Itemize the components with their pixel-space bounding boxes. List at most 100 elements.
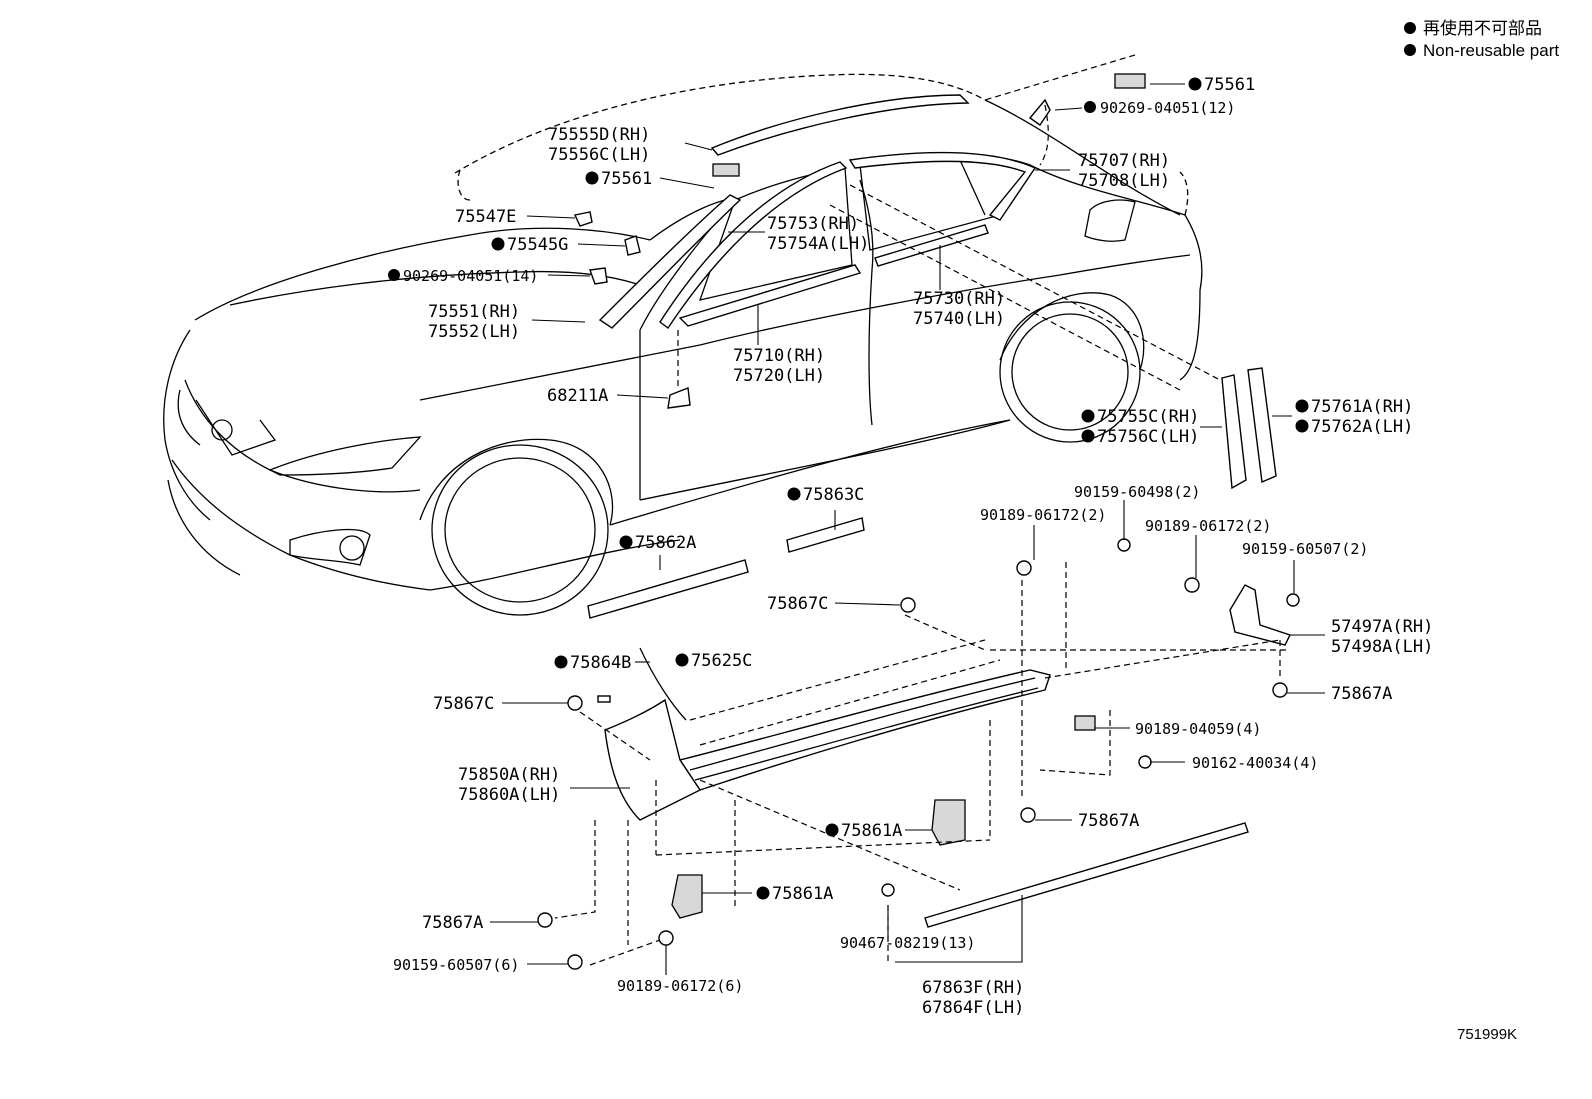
nut-90189-04059 (1074, 715, 1096, 731)
callout-label: 75861A (841, 821, 902, 841)
callout-label: 75754A(LH) (767, 234, 869, 254)
callout-label: 75561 (601, 169, 652, 189)
pillar-garnishes (1221, 367, 1277, 490)
callout-label: 75555D(RH) (548, 125, 650, 145)
nonreusable-dot-icon (1404, 44, 1416, 56)
callout-label: 75864B (570, 653, 631, 673)
nonreusable-dot-icon (825, 823, 839, 837)
diagram-code: 751999K (1457, 1026, 1517, 1043)
callout-label: 75867A (1331, 684, 1392, 704)
callout-label: 75756C(LH) (1097, 427, 1199, 447)
molding-67863F (924, 822, 1249, 928)
roof-drip-molding (710, 94, 970, 156)
tape-75862A (587, 559, 749, 619)
callout-label: 75707(RH) (1078, 151, 1170, 171)
callout-label: 75545G (507, 235, 568, 255)
callout-label: 75867C (767, 594, 828, 614)
nonreusable-dot-icon (388, 269, 400, 281)
callout-label: 75761A(RH) (1311, 397, 1413, 417)
clip-68211A (667, 387, 691, 409)
screw-90159-60507 (1286, 593, 1300, 607)
callout-label: 75867A (1078, 811, 1139, 831)
callout-label: 75720(LH) (733, 366, 825, 386)
screw-90159-60498 (1117, 538, 1131, 552)
nonreusable-dot-icon (787, 487, 801, 501)
clip-90269-mid (589, 267, 608, 285)
legend-japanese: 再使用不可部品 (1423, 18, 1542, 38)
callout-label: 75708(LH) (1078, 171, 1170, 191)
callout-label: 90189-06172(6) (617, 977, 743, 995)
nonreusable-dot-icon (1188, 77, 1202, 91)
nonreusable-dot-icon (756, 886, 770, 900)
nonreusable-dot-icon (585, 171, 599, 185)
nonreusable-dot-icon (1295, 399, 1309, 413)
callout-label: 75753(RH) (767, 214, 859, 234)
clip-90189-06172-lower (658, 930, 674, 946)
callout-label: 75561 (1204, 75, 1255, 95)
callout-label: 75547E (455, 207, 516, 227)
screw-90162-40034 (1138, 755, 1152, 769)
nonreusable-dot-icon (1404, 22, 1416, 34)
clip-90189-left (1016, 560, 1032, 576)
callout-label: 75625C (691, 651, 752, 671)
seal-75625C (639, 647, 687, 721)
callout-label: 75863C (803, 485, 864, 505)
legend: 再使用不可部品 Non-reusable part (1404, 18, 1559, 60)
rear-belt-molding (874, 224, 989, 267)
callout-label: 90189-06172(2) (980, 506, 1106, 524)
clip-75867C-upper (900, 597, 916, 613)
callout-label: 75552(LH) (428, 322, 520, 342)
callout-label: 75860A(LH) (458, 785, 560, 805)
garnish-75755C (1221, 374, 1247, 490)
callout-label: 67864F(LH) (922, 998, 1024, 1018)
callout-label: 90189-04059(4) (1135, 720, 1261, 738)
nonreusable-dot-icon (1081, 409, 1095, 423)
upper-moldings (573, 73, 1146, 409)
nonreusable-dot-icon (491, 237, 505, 251)
callout-label: 90269-04051(12) (1100, 99, 1235, 117)
callout-label: 90189-06172(2) (1145, 517, 1271, 535)
nonreusable-dot-icon (619, 535, 633, 549)
screw-90159-60507-lower (567, 954, 583, 970)
callout-label: 75861A (772, 884, 833, 904)
nonreusable-dot-icon (554, 655, 568, 669)
legend-english: Non-reusable part (1423, 41, 1559, 60)
callout-label: 57498A(LH) (1331, 637, 1433, 657)
clip-75545G (624, 235, 641, 256)
windshield-molding (598, 194, 742, 329)
clip-75547E (573, 211, 593, 227)
callout-label: 90159-60507(6) (393, 956, 519, 974)
callout-label: 75710(RH) (733, 346, 825, 366)
rear-door-frame-molding (848, 151, 1037, 221)
callout-label: 75740(LH) (913, 309, 1005, 329)
clip-90269-top (1028, 98, 1051, 126)
callout-label: 90269-04051(14) (403, 267, 538, 285)
callout-label: 75850A(RH) (458, 765, 560, 785)
assembly-dashed-lines (554, 54, 1290, 966)
callout-label: 90159-60498(2) (1074, 483, 1200, 501)
rocker-panel-75850A (678, 669, 1051, 791)
block-75861A-lower (671, 874, 703, 919)
clip-75864B (597, 695, 611, 703)
callout-label: 67863F(RH) (922, 978, 1024, 998)
clip-75867C-lower (567, 695, 583, 711)
callout-label: 75867C (433, 694, 494, 714)
block-75861A-upper (931, 799, 966, 846)
clip-75561-top (1114, 73, 1146, 89)
rocker-parts (537, 517, 1300, 970)
nonreusable-dot-icon (675, 653, 689, 667)
callout-label: 75551(RH) (428, 302, 520, 322)
callout-label: 90467-08219(13) (840, 934, 975, 952)
callout-label: 90162-40034(4) (1192, 754, 1318, 772)
callout-label: 75862A (635, 533, 696, 553)
rocker-front-end (604, 698, 702, 821)
leader-lines (490, 83, 1325, 975)
tape-75863C (786, 517, 865, 553)
clip-75867A-right (1272, 682, 1288, 698)
front-belt-molding (678, 264, 862, 327)
nonreusable-dot-icon (1084, 101, 1096, 113)
clip-90467-08219 (881, 883, 895, 897)
clip-75867A-mid (1020, 807, 1036, 823)
callout-label: 75556C(LH) (548, 145, 650, 165)
